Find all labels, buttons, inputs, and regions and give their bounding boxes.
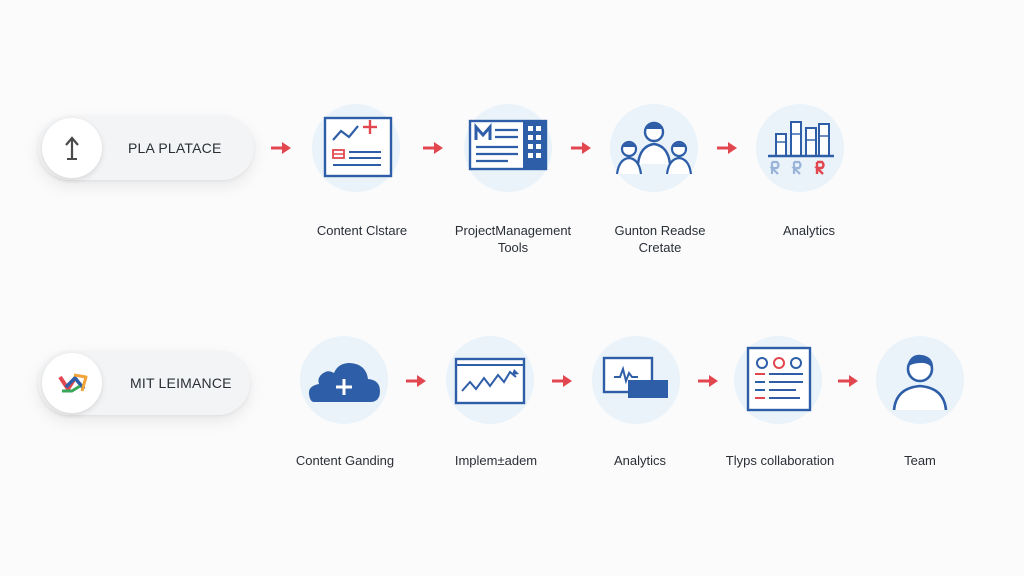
- row2-start-pill[interactable]: MIT LEIMANCE: [38, 351, 250, 415]
- row1-step-2-node[interactable]: [464, 104, 552, 192]
- bar-chart-icon: [768, 121, 834, 175]
- row2-arrow-1: [406, 375, 426, 387]
- row2-arrow-3: [698, 375, 718, 387]
- team-group-icon: [615, 121, 693, 175]
- row2-step-1-label: Content Ganding: [295, 453, 395, 468]
- row2-step-3-node[interactable]: [592, 336, 680, 424]
- row2-step-2-node[interactable]: [446, 336, 534, 424]
- monitor-chart-icon: [602, 356, 668, 398]
- row2-step-4-node[interactable]: [734, 336, 822, 424]
- row1-arrow-1: [271, 142, 291, 154]
- kanban-board-icon: [468, 119, 548, 171]
- multicolor-logo-icon: [42, 353, 102, 413]
- row2-arrow-4: [838, 375, 858, 387]
- row1-arrow-4: [717, 142, 737, 154]
- row1-arrow-3: [571, 142, 591, 154]
- row1-step-3-node[interactable]: [610, 104, 698, 192]
- row1-step-3-label: Gunton Readse Cretate: [614, 223, 706, 255]
- dashboard-checklist-icon: [746, 346, 812, 412]
- cloud-plus-icon: [308, 363, 380, 402]
- line-chart-window-icon: [454, 357, 526, 405]
- row1-pill-label: PLA PLATACE: [128, 140, 222, 156]
- row2-step-2-label: Implem±adem: [454, 453, 538, 468]
- row2-step-3-label: Analytics: [613, 453, 667, 468]
- row2-arrow-2: [552, 375, 572, 387]
- row2-step-5-node[interactable]: [876, 336, 964, 424]
- user-avatar-icon: [892, 354, 948, 411]
- row2-step-1-node[interactable]: [300, 336, 388, 424]
- row2-step-5-label: Team: [904, 453, 936, 468]
- row1-step-1-node[interactable]: [312, 104, 400, 192]
- row1-step-4-label: Analytics: [782, 223, 836, 238]
- upload-arrow-icon: [42, 118, 102, 178]
- row2-step-4-label: Tlyps collaboration: [725, 453, 835, 468]
- chart-document-icon: [323, 116, 393, 178]
- row1-arrow-2: [423, 142, 443, 154]
- row1-step-2-label: ProjectManagement Tools: [454, 223, 572, 255]
- row2-pill-label: MIT LEIMANCE: [130, 375, 232, 391]
- row1-start-pill[interactable]: PLA PLATACE: [38, 116, 254, 180]
- row1-step-4-node[interactable]: [756, 104, 844, 192]
- row1-step-1-label: Content Clstare: [316, 223, 408, 238]
